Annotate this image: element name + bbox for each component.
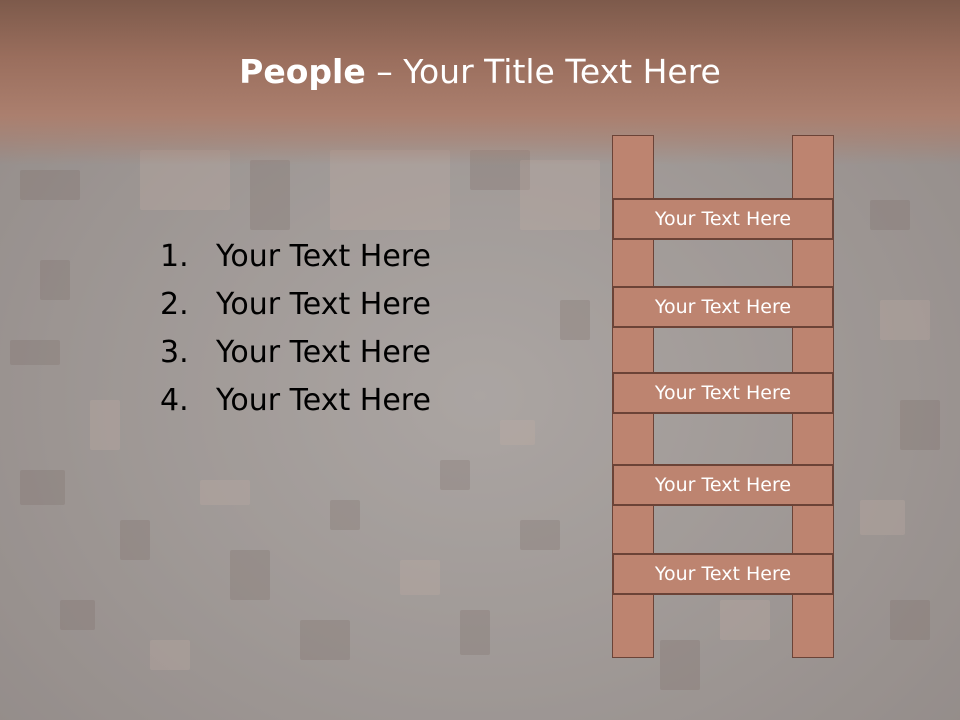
list-item-number: 3. xyxy=(160,334,189,370)
list-item-text: Your Text Here xyxy=(216,238,431,274)
title-bold: People xyxy=(239,52,366,91)
list-item: 2. Your Text Here xyxy=(160,280,431,328)
slide-title: People – Your Title Text Here xyxy=(0,52,960,91)
title-rest: – Your Title Text Here xyxy=(365,52,721,91)
numbered-list: 1. Your Text Here 2. Your Text Here 3. Y… xyxy=(160,232,431,424)
ladder-rung: Your Text Here xyxy=(612,553,834,595)
list-item: 1. Your Text Here xyxy=(160,232,431,280)
list-item-text: Your Text Here xyxy=(216,286,431,322)
list-item: 4. Your Text Here xyxy=(160,376,431,424)
ladder-diagram: Your Text Here Your Text Here Your Text … xyxy=(612,135,834,658)
ladder-rung: Your Text Here xyxy=(612,372,834,414)
list-item-number: 4. xyxy=(160,382,189,418)
ladder-rung: Your Text Here xyxy=(612,286,834,328)
list-item-text: Your Text Here xyxy=(216,382,431,418)
list-item-number: 2. xyxy=(160,286,189,322)
ladder-rung: Your Text Here xyxy=(612,198,834,240)
list-item: 3. Your Text Here xyxy=(160,328,431,376)
ladder-rung: Your Text Here xyxy=(612,464,834,506)
list-item-number: 1. xyxy=(160,238,189,274)
list-item-text: Your Text Here xyxy=(216,334,431,370)
